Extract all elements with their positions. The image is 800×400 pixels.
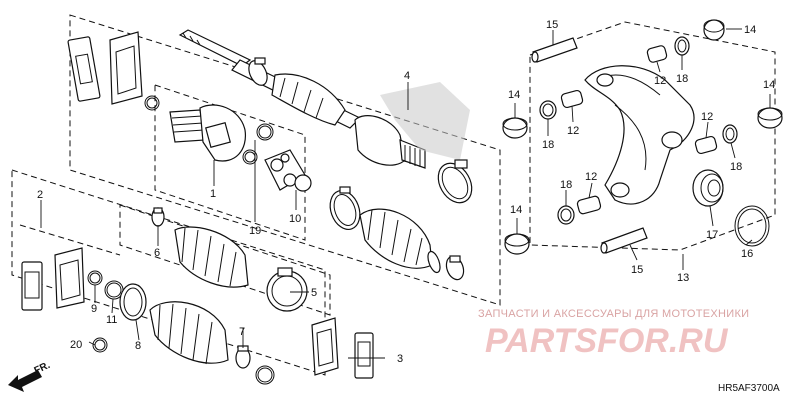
clamp-ring-kit (266, 267, 308, 312)
circlip-small (256, 123, 274, 141)
tripod-joint (264, 149, 312, 192)
callout-19: 19 (249, 225, 261, 237)
callout-2: 2 (37, 189, 43, 201)
cap-14-lower (504, 233, 530, 255)
callout-14-left: 14 (508, 89, 520, 101)
clamp-band-kit-small (151, 207, 165, 227)
frame-boot-kit-inner (119, 204, 331, 316)
seal-18-right (722, 124, 738, 144)
bushing-12-lower (576, 195, 602, 215)
frame-driveshaft-assembly (69, 14, 501, 306)
grease-packet-top (67, 36, 101, 102)
bushing-12-top (646, 45, 668, 63)
bearing-17 (692, 169, 724, 207)
clamp-band-small-right (445, 255, 465, 281)
callout-3: 3 (397, 353, 403, 365)
bushing-12-left (560, 89, 584, 109)
callout-13: 13 (677, 272, 689, 284)
seal-18-top (674, 36, 690, 56)
clamp-band-8 (119, 283, 147, 321)
callout-12-lower: 12 (585, 171, 597, 183)
outer-cv-joint (354, 115, 426, 169)
clamp-7 (235, 345, 251, 369)
cap-14-right (757, 107, 783, 129)
callout-10: 10 (289, 213, 301, 225)
inner-boot (359, 208, 441, 274)
boot-kit-outer (149, 301, 229, 365)
clamp-ring-mid (329, 186, 361, 230)
frame-boot-kit (11, 169, 326, 376)
callout-12-top: 12 (654, 75, 666, 87)
callout-7: 7 (239, 326, 245, 338)
knuckle-arm (584, 65, 695, 205)
callout-14-top: 14 (744, 24, 756, 36)
callout-18-top: 18 (676, 73, 688, 85)
callout-15-bottom: 15 (631, 264, 643, 276)
frame-knuckle-assembly (529, 21, 776, 251)
callout-16: 16 (741, 248, 753, 260)
leader-lines (40, 28, 771, 359)
collar-15-bottom (600, 227, 648, 254)
boot-kit-inner (174, 226, 249, 288)
callout-14-lower: 14 (510, 204, 522, 216)
grease-bag-kit (54, 247, 85, 309)
watermark-tagline: ЗАПЧАСТИ И АКСЕССУАРЫ ДЛЯ МОТОТЕХНИКИ (478, 308, 749, 320)
callout-17: 17 (706, 229, 718, 241)
circlip-9 (87, 270, 103, 286)
bushing-12-right (694, 135, 718, 155)
front-direction-arrow: FR. (8, 360, 52, 392)
callout-numbers: 4 1 2 3 5 6 7 8 9 10 11 12 12 12 12 13 1… (37, 19, 775, 365)
inner-joint-housing (169, 104, 246, 162)
clamp-band-large (437, 159, 473, 204)
grease-bag-bottom (311, 317, 339, 376)
callout-6: 6 (154, 247, 160, 259)
callout-18-lower: 18 (560, 179, 572, 191)
outer-boot (271, 73, 346, 126)
hatch-shade (380, 82, 470, 160)
callout-5: 5 (311, 287, 317, 299)
collar-15-top (531, 37, 578, 63)
cap-14-left (502, 117, 528, 139)
cap-14-top (703, 19, 725, 41)
callout-1: 1 (210, 188, 216, 200)
circlip-16 (734, 205, 770, 247)
grease-bag-top (109, 31, 143, 105)
frame-joint-set (154, 84, 306, 241)
callout-9: 9 (91, 303, 97, 315)
grease-tube-kit (21, 261, 43, 311)
ring-20 (92, 337, 108, 353)
callout-14-right: 14 (763, 79, 775, 91)
seal-18-left (539, 100, 557, 120)
callout-20: 20 (70, 339, 82, 351)
seal-18-lower (557, 205, 575, 225)
callout-11: 11 (106, 314, 117, 326)
diagram-code: HR5AF3700A (718, 383, 780, 394)
callout-12-left: 12 (567, 125, 579, 137)
grease-tube-bottom (354, 332, 374, 379)
callout-8: 8 (135, 340, 141, 352)
callout-4: 4 (404, 70, 410, 82)
callout-18-right: 18 (730, 161, 742, 173)
watermark-brand: PARTSFOR.RU (485, 322, 729, 360)
callout-18-left: 18 (542, 139, 554, 151)
ring-bottom (255, 365, 275, 385)
front-direction-label: FR. (33, 360, 52, 377)
callout-15-top: 15 (546, 19, 558, 31)
clamp-band-shaft (248, 57, 268, 86)
callout-12-right: 12 (701, 111, 713, 123)
